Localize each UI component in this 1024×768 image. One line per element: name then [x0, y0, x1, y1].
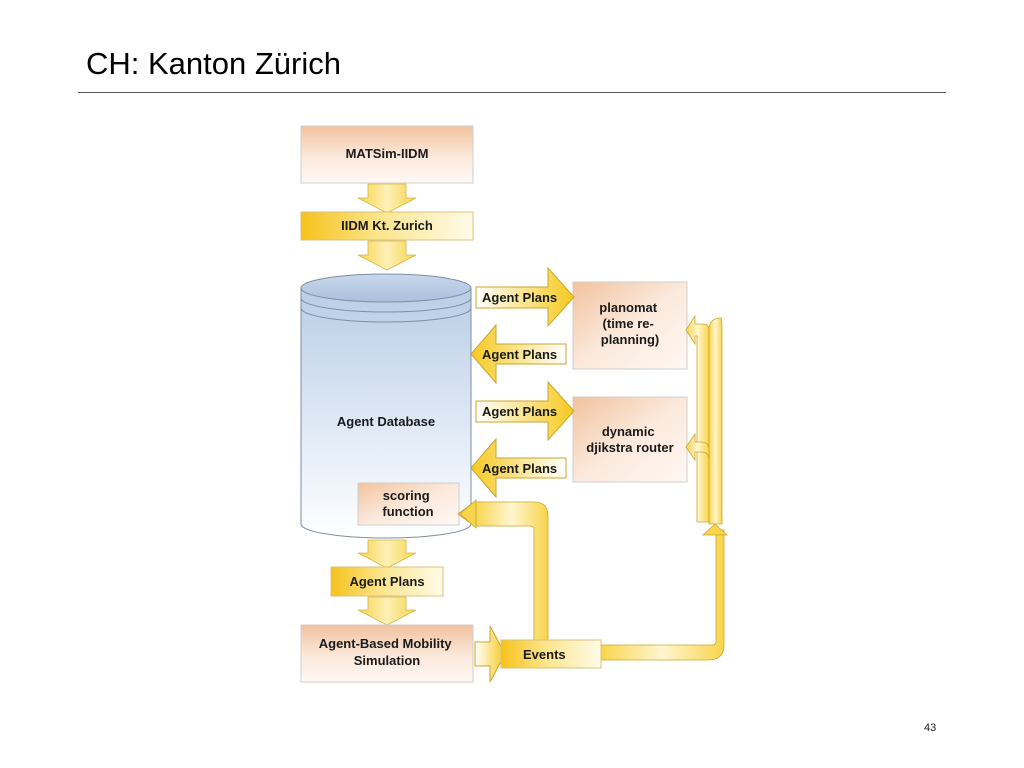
- down-arrow-1: [357, 183, 417, 214]
- events-to-scoring-pipe-body: [473, 501, 549, 641]
- router-box: [572, 396, 688, 483]
- pipe-planomat-branch: [685, 314, 710, 523]
- scoring-arrow-head: [459, 499, 477, 529]
- planomat-box: [572, 281, 688, 370]
- iidm-zurich-label: IIDM Kt. Zurich: [341, 218, 433, 233]
- up-arrow-head: [701, 523, 729, 536]
- agent-plans-main-box: [330, 566, 444, 597]
- simulation-label: Agent-Based Mobility Simulation: [319, 636, 456, 668]
- simulation-to-events-arrow: [474, 625, 506, 683]
- page-number: 43: [924, 722, 937, 734]
- slide-title: CH: Kanton Zürich: [86, 46, 341, 81]
- events-to-right-pipe: [599, 529, 725, 661]
- router-line-2: djikstra router: [586, 440, 673, 455]
- agent-plans-main-label: Agent Plans: [349, 574, 424, 589]
- agent-database-cylinder: [300, 273, 472, 539]
- iidm-zurich-box: [300, 211, 474, 241]
- planomat-line-1: planomat: [599, 300, 657, 315]
- down-arrow-3: [357, 539, 417, 569]
- agent-plans-out-arrow-1: [475, 266, 575, 328]
- agent-plans-in-label-1: Agent Plans: [482, 347, 557, 362]
- agent-database-label: Agent Database: [337, 414, 435, 429]
- simulation-box: [300, 624, 474, 683]
- pipe-router-branch: [685, 432, 710, 462]
- down-arrow-2: [357, 240, 417, 271]
- scoring-line-1: scoring: [383, 488, 430, 503]
- matsim-iidm-box: [300, 125, 474, 184]
- agent-plans-in-arrow-1: [470, 323, 567, 385]
- agent-plans-out-arrow-2: [475, 380, 575, 442]
- events-box: [500, 639, 602, 669]
- pipe-planomat-vertical: [708, 317, 723, 525]
- matsim-iidm-label: MATSim-IIDM: [346, 146, 429, 161]
- scoring-function-box: [357, 482, 460, 526]
- simulation-line-2: Simulation: [354, 653, 421, 668]
- router-label: dynamic djikstra router: [586, 424, 673, 455]
- agent-plans-in-label-2: Agent Plans: [482, 461, 557, 476]
- planomat-line-3: planning): [601, 332, 660, 347]
- planomat-label: planomat (time re- planning): [599, 300, 660, 347]
- scoring-function-label: scoring function: [382, 488, 433, 519]
- agent-plans-out-label-2: Agent Plans: [482, 404, 557, 419]
- agent-plans-out-label-1: Agent Plans: [482, 290, 557, 305]
- simulation-line-1: Agent-Based Mobility: [319, 636, 453, 651]
- title-divider: [78, 92, 946, 93]
- down-arrow-4: [357, 596, 417, 626]
- scoring-line-2: function: [382, 504, 433, 519]
- agent-plans-in-arrow-2: [470, 437, 567, 499]
- planomat-line-2: (time re-: [603, 316, 654, 331]
- router-line-1: dynamic: [602, 424, 655, 439]
- events-label: Events: [523, 647, 566, 662]
